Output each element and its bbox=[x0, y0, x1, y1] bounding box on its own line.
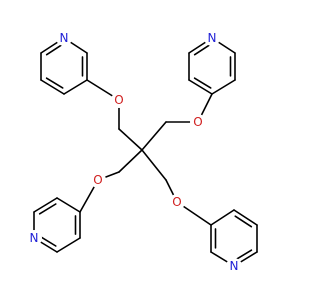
atom-label-o2: O bbox=[193, 115, 202, 129]
double-bond-inner bbox=[45, 43, 64, 56]
structure-canvas: N N N N O O O O bbox=[26, 30, 258, 274]
atom-label-o3: O bbox=[93, 173, 102, 187]
single-bond bbox=[56, 197, 81, 213]
atom-label-n3: N bbox=[30, 231, 39, 245]
single-bond bbox=[141, 149, 167, 181]
double-bond-inner bbox=[193, 43, 212, 56]
atom-n1: N bbox=[56, 30, 72, 46]
single-bond bbox=[118, 128, 143, 151]
atom-o4: O bbox=[169, 194, 185, 210]
double-bond-inner bbox=[38, 235, 57, 247]
single-bond bbox=[211, 79, 236, 95]
double-bond-inner bbox=[45, 77, 64, 89]
double-bond-outer bbox=[33, 197, 58, 213]
atom-n4: N bbox=[226, 258, 242, 274]
atom-n2: N bbox=[204, 30, 220, 46]
double-bond-inner bbox=[193, 77, 212, 89]
atom-label-o1: O bbox=[114, 93, 123, 107]
single-bond bbox=[118, 149, 143, 173]
atom-label-layer: N N N N O O O O bbox=[26, 30, 242, 274]
bond-layer bbox=[33, 37, 258, 267]
double-bond-outer bbox=[188, 79, 213, 95]
atom-label-o4: O bbox=[172, 195, 181, 209]
atom-label-n2: N bbox=[208, 31, 217, 45]
single-bond bbox=[63, 79, 88, 95]
molecule-diagram: N N N N O O O O bbox=[26, 30, 258, 274]
atom-label-n1: N bbox=[60, 31, 69, 45]
atom-o1: O bbox=[111, 92, 127, 108]
atom-o2: O bbox=[190, 114, 206, 130]
single-bond bbox=[141, 121, 167, 151]
double-bond-inner bbox=[234, 215, 253, 228]
double-bond-inner bbox=[234, 249, 253, 261]
double-bond-outer bbox=[40, 79, 65, 95]
single-bond bbox=[210, 209, 235, 226]
double-bond-inner bbox=[38, 203, 57, 215]
atom-n3: N bbox=[26, 230, 42, 246]
single-bond bbox=[56, 237, 81, 253]
double-bond-outer bbox=[233, 209, 258, 226]
atom-o3: O bbox=[90, 172, 106, 188]
atom-label-n4: N bbox=[230, 259, 239, 273]
